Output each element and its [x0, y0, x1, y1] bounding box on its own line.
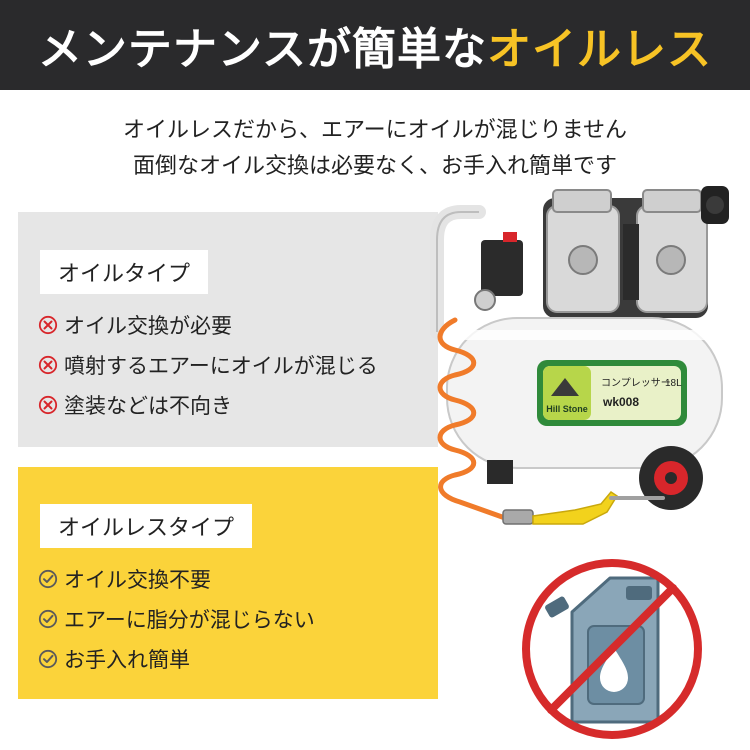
cross-icon: [38, 315, 58, 335]
list-item: オイル交換が必要: [38, 305, 378, 345]
oil-type-list: オイル交換が必要 噴射するエアーにオイルが混じる 塗装などは不向き: [38, 305, 378, 425]
oil-type-panel: オイルタイプ オイル交換が必要 噴射するエアーにオイルが混じる 塗装などは不向き: [18, 212, 438, 447]
product-capacity: 18L: [665, 378, 682, 389]
list-item: 塗装などは不向き: [38, 385, 378, 425]
oilless-type-list: オイル交換不要 エアーに脂分が混じらない お手入れ簡単: [38, 559, 315, 679]
item-text: お手入れ簡単: [64, 648, 190, 672]
intro-line-1: オイルレスだから、エアーにオイルが混じりません: [122, 118, 628, 143]
no-oil-prohibition-icon: [522, 559, 702, 739]
oil-type-label: オイルタイプ: [40, 250, 209, 294]
oilless-type-label: オイルレスタイプ: [40, 504, 253, 548]
title-accent: オイルレス: [487, 24, 713, 75]
list-item: 噴射するエアーにオイルが混じる: [38, 345, 378, 385]
check-icon: [38, 569, 58, 589]
item-text: エアーに脂分が混じらない: [64, 608, 315, 632]
list-item: お手入れ簡単: [38, 639, 315, 679]
cross-icon: [38, 395, 58, 415]
oilless-type-panel: オイルレスタイプ オイル交換不要 エアーに脂分が混じらない お手入れ簡単: [18, 467, 438, 699]
air-compressor-image: Hill Stone コンプレッサー 18L wk008: [430, 186, 729, 525]
check-icon: [38, 609, 58, 629]
header-banner: メンテナンスが簡単なオイルレス: [0, 0, 750, 90]
item-text: オイル交換が必要: [64, 314, 232, 338]
list-item: エアーに脂分が混じらない: [38, 599, 315, 639]
list-item: オイル交換不要: [38, 559, 315, 599]
item-text: 噴射するエアーにオイルが混じる: [64, 354, 378, 378]
page-title: メンテナンスが簡単なオイルレス: [38, 13, 712, 77]
intro-line-2: 面倒なオイル交換は必要なく、お手入れ簡単です: [132, 154, 617, 179]
check-icon: [38, 649, 58, 669]
product-name: コンプレッサー: [601, 377, 671, 389]
cross-icon: [38, 355, 58, 375]
item-text: オイル交換不要: [64, 568, 211, 592]
title-main: メンテナンスが簡単な: [37, 24, 488, 75]
product-model: wk008: [602, 395, 639, 409]
item-text: 塗装などは不向き: [64, 394, 232, 418]
product-brand: Hill Stone: [546, 404, 588, 414]
